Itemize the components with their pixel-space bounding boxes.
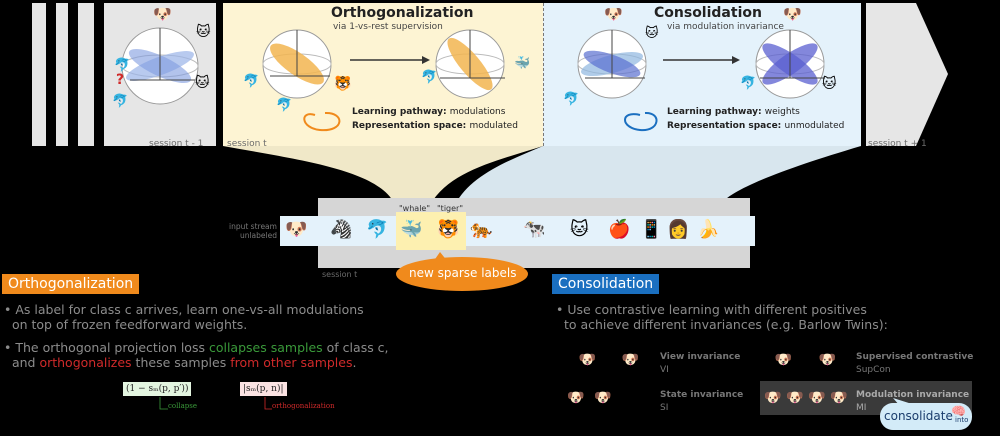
dog-emoji: 🐶 bbox=[567, 390, 585, 406]
brain-icon: 🧠 bbox=[951, 404, 966, 418]
sparse-labels-text: new sparse labels bbox=[409, 266, 517, 280]
banana-emoji: 🍌 bbox=[697, 219, 720, 240]
cow-emoji: 🐄 bbox=[523, 219, 546, 240]
dog-emoji: 🐶 bbox=[594, 390, 612, 406]
consolidate-into: into bbox=[955, 416, 969, 424]
stripe bbox=[56, 3, 68, 146]
consolidate-label: consolidate bbox=[884, 409, 953, 423]
dolphin-emoji: 🐬 bbox=[243, 74, 260, 89]
ortho-bullet-1: • As label for class c arrives, learn on… bbox=[4, 302, 364, 332]
cat-emoji: 🐱 bbox=[645, 26, 659, 41]
consol-pathway: Learning pathway: weights bbox=[667, 107, 800, 117]
formula-collapse: (1 − sₘ(p, p′)) bbox=[123, 382, 192, 396]
svg-text:?: ? bbox=[116, 72, 124, 88]
whale-emoji: 🐳 bbox=[514, 56, 531, 71]
apple-emoji: 🍎 bbox=[608, 219, 631, 240]
dolphin-emoji: 🐬 bbox=[112, 94, 129, 109]
dog-emoji: 🐶 bbox=[783, 5, 802, 23]
tiger-emoji: 🐯 bbox=[437, 219, 460, 240]
tag-ortho: orthogonalization bbox=[272, 402, 335, 410]
dog-emoji: 🐶 bbox=[604, 5, 623, 23]
dolphin-emoji: 🐬 bbox=[740, 76, 757, 91]
ortho-section-header: Orthogonalization bbox=[2, 274, 140, 294]
consol-panel-subtitle: via modulation invariance bbox=[667, 22, 784, 32]
consol-space: Representation space: unmodulated bbox=[667, 121, 845, 131]
dog-emoji: 🐶 bbox=[808, 390, 826, 406]
formula-ortho: |sₘ(p, n)| bbox=[240, 382, 287, 396]
cat-emoji: 🐱 bbox=[570, 219, 589, 240]
label-tiger: "tiger" bbox=[437, 204, 464, 213]
dog-emoji: 🐶 bbox=[285, 219, 308, 240]
dog-emoji: ⬆🐶 bbox=[807, 352, 837, 368]
stripe bbox=[32, 3, 46, 146]
dog-emoji: 🐶 bbox=[153, 5, 172, 23]
zebra-emoji: 🦓 bbox=[330, 219, 353, 240]
ortho-bullet-2: • The orthogonal projection loss collaps… bbox=[4, 340, 389, 355]
dog-emoji: 🐶 bbox=[786, 390, 804, 406]
ortho-panel-title: Orthogonalization bbox=[331, 5, 474, 21]
stream-session-label: session t bbox=[322, 270, 358, 279]
dolphin-emoji: 🐬 bbox=[421, 70, 438, 85]
dog-emoji: 🐶 bbox=[764, 390, 782, 406]
next-session-panel bbox=[866, 3, 916, 146]
phone-emoji: 📱 bbox=[640, 219, 663, 240]
dog-emoji: 🐶 bbox=[830, 390, 848, 406]
consol-bullets: • Use contrastive learning with differen… bbox=[556, 302, 888, 332]
stream-highlight bbox=[396, 212, 466, 250]
cat-emoji: 🐱 bbox=[822, 76, 837, 92]
dog-emoji: ⬆🐶 bbox=[763, 352, 793, 368]
consol-section-header: Consolidation bbox=[552, 274, 660, 294]
dog-emoji: ⬆🐶 bbox=[610, 352, 640, 368]
session-label-next: session t + 1 bbox=[868, 139, 927, 149]
ortho-panel-subtitle: via 1-vs-rest supervision bbox=[333, 22, 443, 32]
cat-emoji: 🐱 bbox=[195, 75, 210, 91]
dolphin-emoji: 🐬 bbox=[114, 58, 131, 73]
dolphin-emoji: 🐬 bbox=[366, 219, 389, 240]
session-label-current: session t bbox=[227, 139, 267, 149]
label-whale: "whale" bbox=[399, 204, 431, 213]
stream-strip bbox=[280, 216, 755, 246]
consol-panel-title: Consolidation bbox=[654, 5, 762, 21]
ortho-space: Representation space: modulated bbox=[352, 121, 518, 131]
dog-emoji: ⬆🐶 bbox=[567, 352, 597, 368]
tag-collapse: collapse bbox=[168, 402, 198, 410]
ortho-bullet-3: and orthogonalizes these samples from ot… bbox=[4, 355, 357, 370]
person-emoji: 👩 bbox=[667, 219, 690, 240]
dolphin-emoji: 🐬 bbox=[563, 92, 580, 107]
cat-emoji: 🐱 bbox=[196, 24, 211, 40]
panel-divider bbox=[543, 3, 544, 146]
dolphin-emoji: 🐬 bbox=[276, 98, 293, 113]
ortho-pathway: Learning pathway: modulations bbox=[352, 107, 506, 117]
tiger-emoji: 🐯 bbox=[334, 76, 352, 92]
stripe bbox=[78, 3, 94, 146]
whale-emoji: 🐳 bbox=[400, 219, 423, 240]
tiger-full-emoji: 🐅 bbox=[470, 219, 493, 240]
session-label-prev: session t - 1 bbox=[149, 139, 204, 149]
